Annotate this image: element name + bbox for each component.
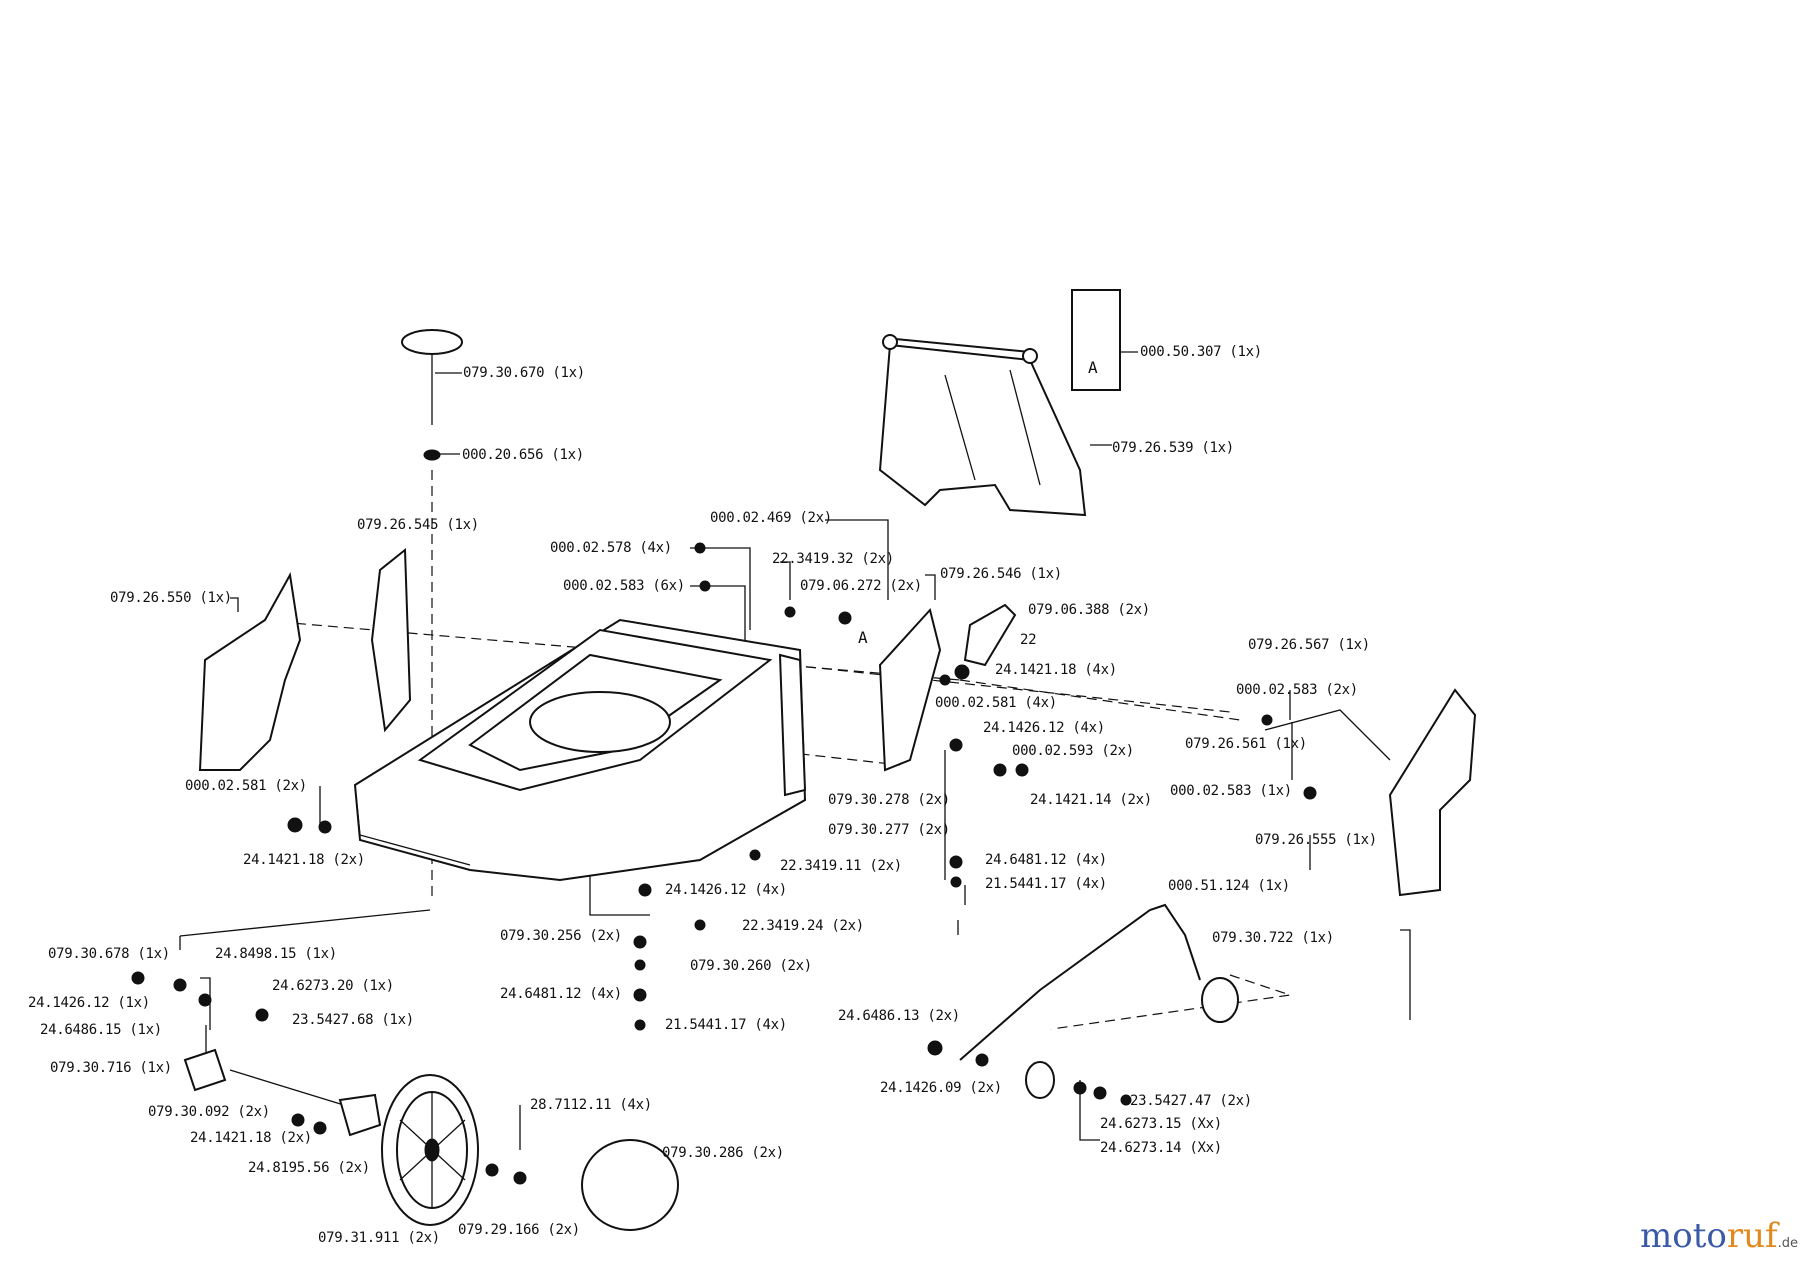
part-label: 24.1426.12 (1x) bbox=[28, 995, 150, 1011]
marker-a-bracket: A bbox=[858, 628, 868, 647]
part-label: 079.26.561 (1x) bbox=[1185, 736, 1307, 752]
part-label: 079.26.550 (1x) bbox=[110, 590, 232, 606]
part-label: 21.5441.17 (4x) bbox=[985, 876, 1107, 892]
watermark-tld: .de bbox=[1777, 1236, 1798, 1251]
part-label: 079.30.277 (2x) bbox=[828, 822, 950, 838]
part-label: 079.06.388 (2x) bbox=[1028, 602, 1150, 618]
watermark-logo: motoruf.de bbox=[1640, 1216, 1798, 1256]
part-label: 24.6273.14 (Xx) bbox=[1100, 1140, 1222, 1156]
part-label: 24.6486.15 (1x) bbox=[40, 1022, 162, 1038]
marker-22: 22 bbox=[1020, 632, 1037, 648]
part-label: 22.3419.11 (2x) bbox=[780, 858, 902, 874]
push-handle bbox=[959, 903, 1239, 1099]
part-label: 24.1421.18 (2x) bbox=[190, 1130, 312, 1146]
part-label: 22.3419.24 (2x) bbox=[742, 918, 864, 934]
part-label: 079.30.722 (1x) bbox=[1212, 930, 1334, 946]
part-label: 24.1426.12 (4x) bbox=[665, 882, 787, 898]
part-label: 079.30.716 (1x) bbox=[50, 1060, 172, 1076]
part-label: 21.5441.17 (4x) bbox=[665, 1017, 787, 1033]
part-label: 000.02.583 (6x) bbox=[563, 578, 685, 594]
left-side-flap bbox=[198, 547, 412, 771]
part-label: 079.26.555 (1x) bbox=[1255, 832, 1377, 848]
part-label: 079.30.092 (2x) bbox=[148, 1104, 270, 1120]
part-label: 22.3419.32 (2x) bbox=[772, 551, 894, 567]
part-label: 000.02.581 (4x) bbox=[935, 695, 1057, 711]
rear-bracket bbox=[878, 603, 1017, 772]
part-label: 000.02.469 (2x) bbox=[710, 510, 832, 526]
part-label: 079.26.567 (1x) bbox=[1248, 637, 1370, 653]
part-label: 000.02.593 (2x) bbox=[1012, 743, 1134, 759]
grass-bag bbox=[878, 289, 1121, 517]
part-label: 000.02.583 (1x) bbox=[1170, 783, 1292, 799]
part-label: 000.50.307 (1x) bbox=[1140, 344, 1262, 360]
watermark-accent: ruf bbox=[1726, 1216, 1778, 1256]
part-label: 079.30.670 (1x) bbox=[463, 365, 585, 381]
part-label: 079.26.545 (1x) bbox=[357, 517, 479, 533]
part-label: 079.06.272 (2x) bbox=[800, 578, 922, 594]
part-label: 079.30.278 (2x) bbox=[828, 792, 950, 808]
part-label: 24.6273.20 (1x) bbox=[272, 978, 394, 994]
part-label: 24.6486.13 (2x) bbox=[838, 1008, 960, 1024]
part-label: 28.7112.11 (4x) bbox=[530, 1097, 652, 1113]
part-label: 079.30.256 (2x) bbox=[500, 928, 622, 944]
part-label: 24.1421.14 (2x) bbox=[1030, 792, 1152, 808]
part-label: 24.6273.15 (Xx) bbox=[1100, 1116, 1222, 1132]
part-label: 24.1426.12 (4x) bbox=[983, 720, 1105, 736]
part-label: 24.6481.12 (4x) bbox=[500, 986, 622, 1002]
mower-deck bbox=[353, 618, 807, 882]
part-label: 079.31.911 (2x) bbox=[318, 1230, 440, 1246]
wheel-assembly bbox=[183, 1048, 679, 1231]
part-label: 000.51.124 (1x) bbox=[1168, 878, 1290, 894]
part-label: 24.1426.09 (2x) bbox=[880, 1080, 1002, 1096]
part-label: 079.30.678 (1x) bbox=[48, 946, 170, 962]
part-label: 24.1421.18 (2x) bbox=[243, 852, 365, 868]
part-label: 000.02.581 (2x) bbox=[185, 778, 307, 794]
part-label: 079.30.260 (2x) bbox=[690, 958, 812, 974]
part-label: 079.29.166 (2x) bbox=[458, 1222, 580, 1238]
part-label: 23.5427.47 (2x) bbox=[1130, 1093, 1252, 1109]
part-label: 000.02.578 (4x) bbox=[550, 540, 672, 556]
part-label: 079.26.546 (1x) bbox=[940, 566, 1062, 582]
part-label: 23.5427.68 (1x) bbox=[292, 1012, 414, 1028]
part-label: 000.20.656 (1x) bbox=[462, 447, 584, 463]
part-label: 000.02.583 (2x) bbox=[1236, 682, 1358, 698]
part-label: 24.8498.15 (1x) bbox=[215, 946, 337, 962]
part-label: 079.26.539 (1x) bbox=[1112, 440, 1234, 456]
right-side-flap bbox=[1264, 688, 1477, 897]
fasteners bbox=[131, 542, 1317, 1185]
marker-a-bag: A bbox=[1088, 358, 1098, 377]
watermark-main: moto bbox=[1640, 1216, 1727, 1256]
height-knob bbox=[401, 329, 463, 461]
part-label: 24.8195.56 (2x) bbox=[248, 1160, 370, 1176]
part-label: 24.6481.12 (4x) bbox=[985, 852, 1107, 868]
part-label: 079.30.286 (2x) bbox=[662, 1145, 784, 1161]
part-label: 24.1421.18 (4x) bbox=[995, 662, 1117, 678]
